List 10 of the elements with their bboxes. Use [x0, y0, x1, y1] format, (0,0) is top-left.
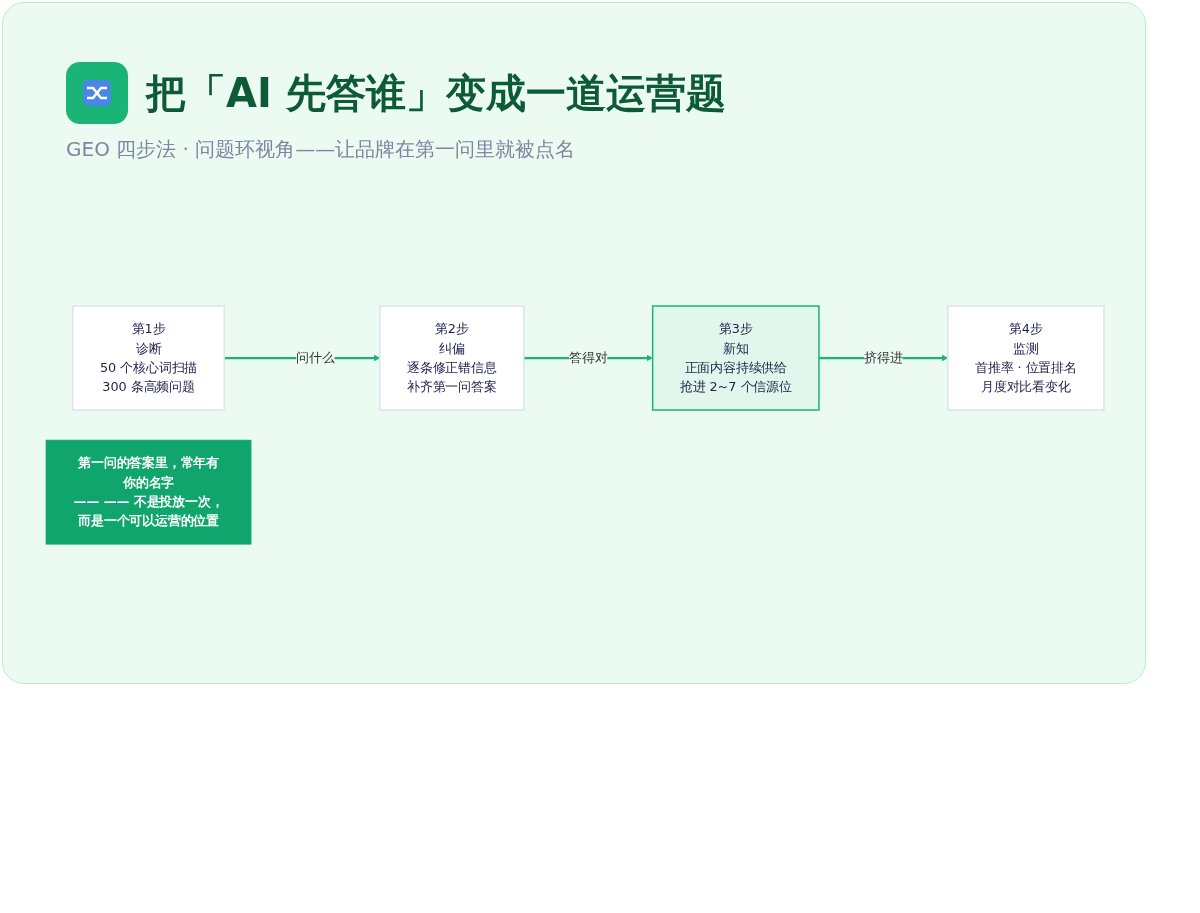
edge-label: 问什么 — [296, 349, 335, 365]
node-box: 第2步 纠偏 逐条修正错信息 补齐第一问答案 — [379, 305, 525, 411]
node-box: 第一问的答案里，常年有你的名字 —— —— 不是投放一次，而是一个可以运营的位置 — [45, 439, 252, 545]
edge-label: 挤得进 — [864, 349, 903, 365]
edge-label: 答得对 — [569, 349, 608, 365]
node-box: 第1步 诊断 50 个核心词扫描 300 条高频问题 — [72, 305, 226, 411]
node-box: 第4步 监测 首推率 · 位置排名 月度对比看变化 — [947, 305, 1105, 411]
title: 把「AI 先答谁」变成一道运营题 — [146, 68, 726, 118]
node-box: 第3步 新知 正面内容持续供给 抢进 2~7 个信源位 — [651, 305, 820, 411]
subtitle: GEO 四步法 · 问题环视角——让品牌在第一问里就被点名 — [66, 136, 576, 163]
